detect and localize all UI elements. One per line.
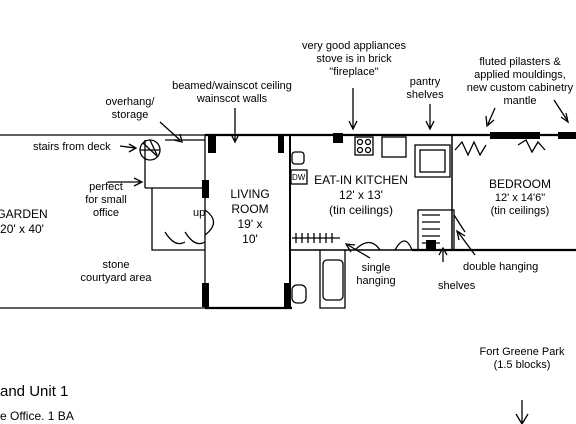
living-line3: 19' x [237, 217, 263, 231]
living-line4: 10' [242, 232, 258, 246]
garden-label: GARDEN 20' x 40' [0, 207, 48, 237]
sink [381, 136, 407, 158]
pilasters-line2: applied mouldings, [474, 69, 566, 81]
living-room-label: LIVING ROOM 19' x 10' [230, 187, 269, 247]
listing-subtitle: e Office. 1 BA [0, 409, 74, 423]
bedroom-line1: BEDROOM [488, 177, 552, 191]
courtyard-line1: stone [102, 259, 130, 271]
office-note: perfect for small office [85, 181, 127, 220]
office-line3: office [92, 207, 120, 219]
appliances-note: very good appliances stove is in brick "… [302, 40, 406, 79]
up-label: up [193, 207, 206, 219]
pilasters-line4: mantle [503, 95, 537, 107]
pantry-box [414, 144, 451, 178]
office-box [145, 187, 205, 251]
kitchen-door [394, 240, 413, 251]
kitchen-label: EAT-IN KITCHEN 12' x 13' (tin ceilings) [314, 173, 408, 218]
overhang-box [144, 139, 205, 188]
single-line1: single [361, 262, 391, 274]
living-line2: ROOM [231, 202, 269, 216]
park-line2: (1.5 blocks) [493, 359, 551, 371]
living-line1: LIVING [230, 187, 270, 201]
dishwasher-label: DW [292, 173, 306, 182]
stove [354, 136, 374, 156]
bedroom-label: BEDROOM 12' x 14'6" (tin ceilings) [489, 177, 551, 218]
stairs-note: stairs from deck [33, 141, 111, 153]
appliances-line2: stove is in brick [316, 53, 392, 65]
garden-name: GARDEN [0, 207, 48, 221]
dishwasher [290, 169, 308, 185]
kitchen-line3: (tin ceilings) [328, 203, 394, 217]
pantry-line1: pantry [409, 76, 441, 88]
pilasters-line3: new custom cabinetry [466, 82, 574, 94]
pilasters-note: fluted pilasters & applied mouldings, ne… [467, 56, 573, 108]
overhang-line2: storage [111, 109, 149, 121]
mantle-block [490, 132, 540, 139]
office-line1: perfect [89, 181, 123, 193]
double-hanging-note: double hanging [463, 261, 539, 273]
park-note: Fort Greene Park (1.5 blocks) [480, 346, 565, 372]
shelves-note: shelves [438, 280, 476, 292]
radiator [292, 233, 340, 243]
bathtub [322, 259, 344, 301]
appliances-line3: "fireplace" [329, 66, 379, 78]
pilasters-line1: fluted pilasters & [479, 56, 561, 68]
door-swing [204, 209, 215, 236]
park-line1: Fort Greene Park [479, 346, 565, 358]
courtyard-line2: courtyard area [80, 272, 152, 284]
overhang-note: overhang/ storage [106, 96, 155, 122]
toilet [291, 284, 307, 304]
beamed-line2: wainscot walls [196, 93, 268, 105]
garden-outline [0, 134, 206, 309]
overhang-line1: overhang/ [105, 96, 155, 108]
kitchen-line2: 12' x 13' [339, 188, 383, 202]
single-line2: hanging [356, 275, 396, 287]
garden-size: 20' x 40' [0, 222, 44, 236]
pantry-line2: shelves [406, 89, 444, 101]
beamed-note: beamed/wainscot ceiling wainscot walls [172, 80, 292, 106]
moulding-zigzag [454, 140, 487, 157]
kitchen-line1: EAT-IN KITCHEN [314, 173, 408, 187]
office-line2: for small [85, 194, 127, 206]
bathroom-wall [319, 250, 346, 309]
courtyard-note: stone courtyard area [81, 259, 152, 285]
beamed-line1: beamed/wainscot ceiling [172, 80, 292, 92]
pantry-note: pantry shelves [406, 76, 443, 102]
listing-title: and Unit 1 [0, 383, 69, 400]
single-hanging-note: single hanging [356, 262, 395, 288]
bedroom-line3: (tin ceilings) [490, 205, 550, 217]
bedroom-line2: 12' x 14'6" [494, 192, 546, 204]
appliances-line1: very good appliances [302, 40, 406, 52]
